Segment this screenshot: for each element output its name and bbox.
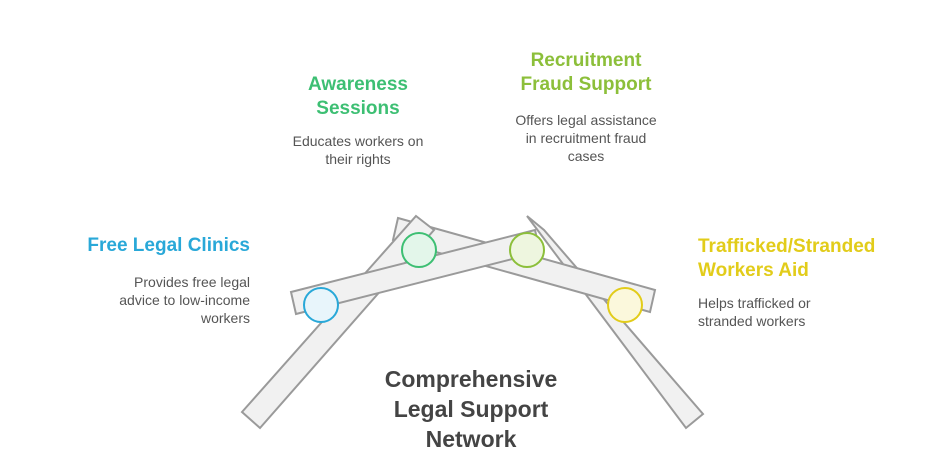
center-title-line: Network bbox=[425, 426, 517, 452]
description-line: cases bbox=[567, 148, 605, 164]
center-title: Comprehensive Legal Support Network bbox=[340, 364, 602, 454]
awareness-sessions-description: Educates workers on their rights bbox=[272, 132, 444, 168]
free-legal-clinics-description: Provides free legal advice to low-income… bbox=[60, 273, 250, 327]
node-free-legal-clinics bbox=[303, 287, 339, 323]
description-line: their rights bbox=[325, 151, 391, 167]
free-legal-clinics-title: Free Legal Clinics bbox=[60, 234, 250, 258]
description-line: stranded workers bbox=[698, 313, 806, 329]
title-line: Free Legal Clinics bbox=[87, 235, 250, 256]
description-line: advice to low-income bbox=[119, 292, 250, 308]
description-line: Helps trafficked or bbox=[698, 295, 811, 311]
center-title-line: Comprehensive bbox=[384, 366, 558, 392]
description-line: Provides free legal bbox=[134, 274, 250, 290]
trafficked-workers-aid-title: Trafficked/Stranded Workers Aid bbox=[698, 235, 918, 283]
title-line: Recruitment bbox=[530, 50, 642, 71]
title-line: Trafficked/Stranded bbox=[698, 236, 876, 257]
center-title-line: Legal Support bbox=[393, 396, 549, 422]
node-awareness-sessions bbox=[401, 232, 437, 268]
title-line: Awareness bbox=[308, 74, 408, 95]
recruitment-fraud-support-description: Offers legal assistance in recruitment f… bbox=[492, 111, 680, 165]
description-line: workers bbox=[200, 310, 250, 326]
description-line: Offers legal assistance bbox=[515, 112, 657, 128]
awareness-sessions-title: Awareness Sessions bbox=[272, 73, 444, 121]
title-line: Sessions bbox=[316, 98, 400, 119]
title-line: Workers Aid bbox=[698, 260, 809, 281]
node-trafficked-workers-aid bbox=[607, 287, 643, 323]
description-line: Educates workers on bbox=[292, 133, 424, 149]
description-line: in recruitment fraud bbox=[525, 130, 647, 146]
recruitment-fraud-support-title: Recruitment Fraud Support bbox=[492, 49, 680, 97]
title-line: Fraud Support bbox=[520, 74, 652, 95]
node-recruitment-fraud-support bbox=[509, 232, 545, 268]
trafficked-workers-aid-description: Helps trafficked or stranded workers bbox=[698, 294, 918, 330]
